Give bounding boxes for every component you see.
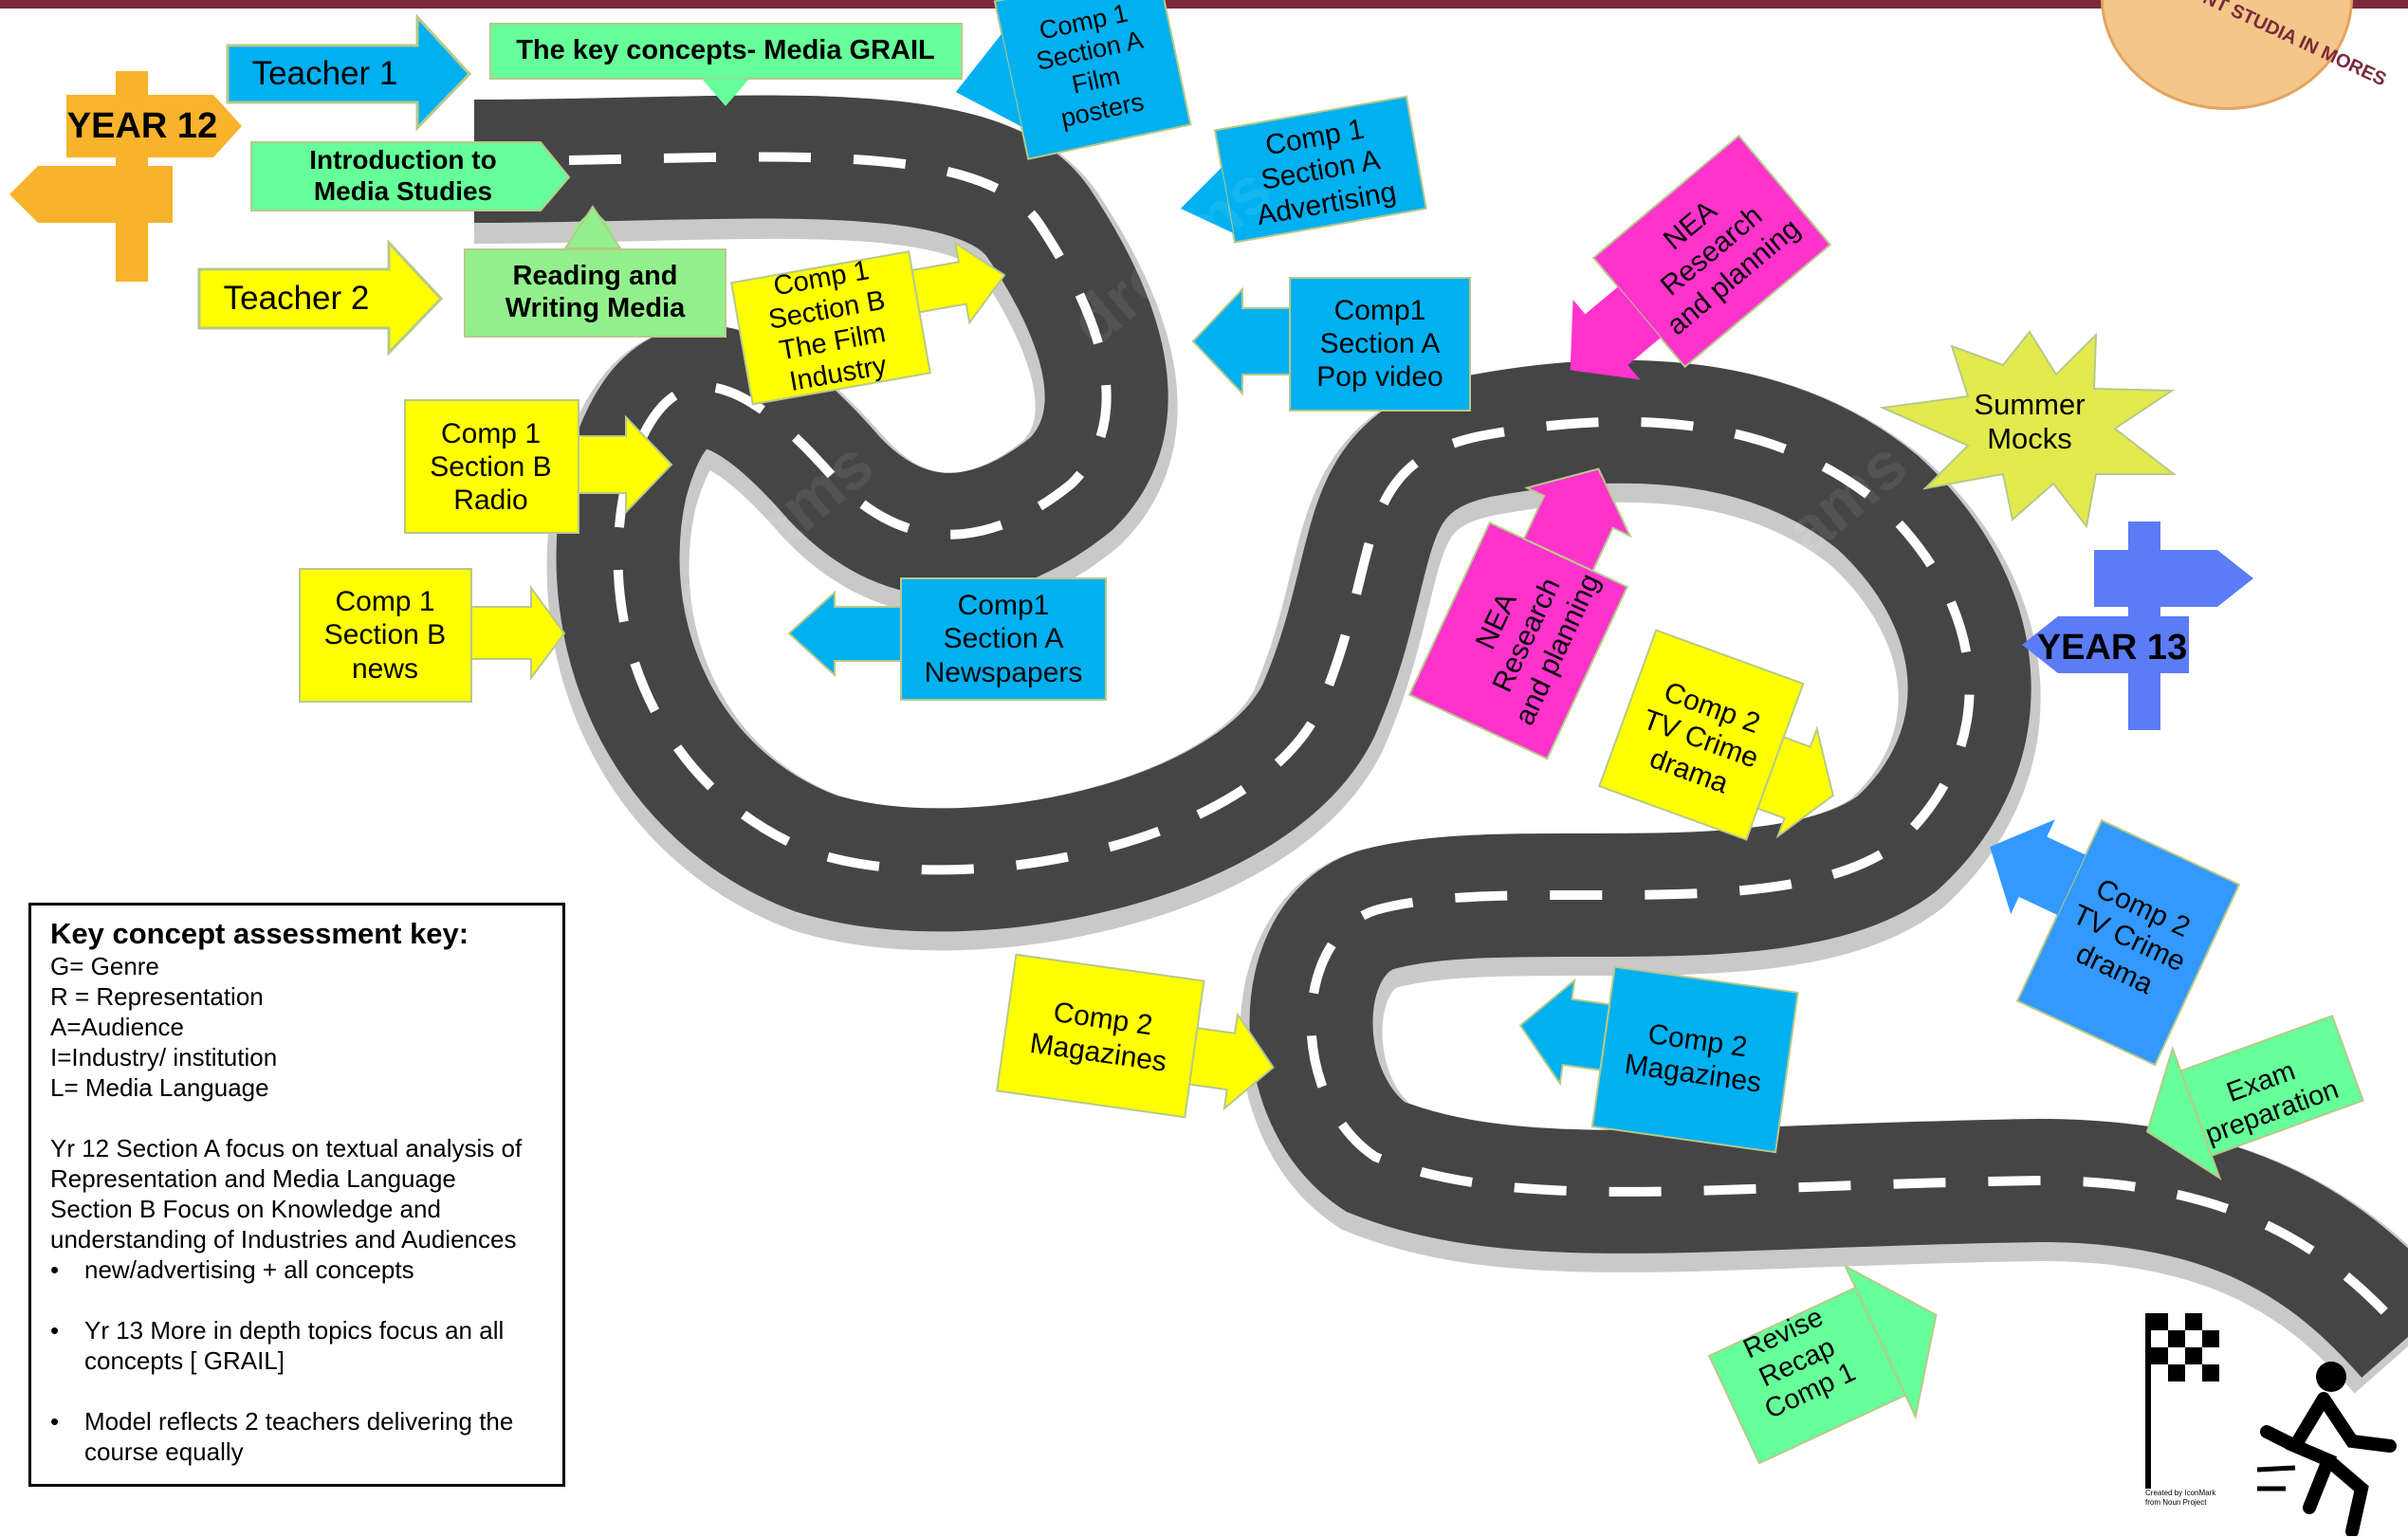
radio-arrow-shape	[404, 399, 673, 534]
film-industry-arrow-shape	[729, 241, 1006, 406]
teacher2-arrow-shape	[197, 239, 444, 357]
film-industry-label: Comp 1 Section B The Film Industry	[765, 255, 890, 397]
magazines-blue-label: Comp 2 Magazines	[1622, 1017, 1764, 1099]
magazines-yellow-label: Comp 2 Magazines	[1027, 997, 1169, 1078]
exam-prep-arrow-shape	[2145, 1015, 2364, 1180]
news-arrow-shape	[299, 568, 566, 703]
newspapers-label: Comp1 Section A Newspapers	[924, 590, 1083, 688]
reading-writing-callout-shape	[464, 205, 726, 338]
key-entry-representation: R = Representation	[50, 982, 264, 1011]
key-bullet: •Yr 13 More in depth topics focus an all…	[50, 1316, 505, 1375]
key-title: Key concept assessment key:	[50, 917, 469, 950]
icon-credit: Created by IconMark from Noun Project	[2145, 1489, 2216, 1507]
teacher1-arrow-shape	[226, 13, 472, 132]
summer-mocks-star-shape	[1879, 330, 2177, 529]
key-para-line: Representation and Media Language	[50, 1164, 456, 1193]
key-entry-media-language: L= Media Language	[50, 1073, 269, 1102]
pop-video-arrow-shape	[1191, 277, 1471, 412]
reading-writing-label: Reading and Writing Media	[505, 261, 686, 323]
top-bar	[0, 0, 2408, 9]
nea-mid-arrow-shape	[1407, 467, 1632, 760]
key-entry-audience: A=Audience	[50, 1013, 184, 1041]
intro-media-label: Introduction to Media Studies	[309, 145, 497, 206]
year12-label: YEAR 12	[66, 105, 218, 146]
magazines-blue-arrow-shape	[1518, 965, 1799, 1154]
teacher2-label: Teacher 2	[223, 279, 370, 317]
teacher1-label: Teacher 1	[251, 54, 398, 92]
advertising-arrow-shape	[1180, 95, 1427, 244]
year13-label: YEAR 13	[2036, 627, 2188, 668]
key-concepts-label: The key concepts- Media GRAIL	[516, 35, 935, 66]
tv-crime-yellow-arrow-shape	[1598, 629, 1834, 841]
key-concepts-callout-shape	[489, 23, 963, 106]
newspapers-arrow-shape	[787, 577, 1107, 701]
key-entry-industry: I=Industry/ institution	[50, 1043, 278, 1071]
news-label: Comp 1 Section B news	[323, 586, 447, 685]
year12-signpost	[9, 71, 242, 282]
tv-crime-blue-arrow-shape	[1990, 818, 2241, 1067]
key-bullet: •new/advertising + all concepts	[50, 1255, 414, 1284]
intro-media-callout-shape	[250, 141, 571, 211]
key-para-line: Yr 12 Section A focus on textual analysi…	[50, 1134, 523, 1162]
summer-mocks-label: Summer Mocks	[1974, 387, 2086, 455]
road-center-line	[473, 152, 2408, 1341]
year13-signpost	[2022, 521, 2253, 730]
runner-icon	[2257, 1362, 2397, 1536]
key-entry-genre: G= Genre	[50, 952, 159, 980]
nea-top-arrow-shape	[1570, 134, 1832, 380]
magazines-yellow-arrow-shape	[996, 953, 1275, 1119]
film-posters-arrow-shape	[955, 0, 1192, 160]
radio-label: Comp 1 Section B Radio	[430, 417, 552, 517]
revise-arrow-shape	[1707, 1264, 1938, 1465]
key-para-line: understanding of Industries and Audience…	[50, 1225, 517, 1253]
key-para-line: Section B Focus on Knowledge and	[50, 1195, 441, 1223]
finish-flag-icon	[2145, 1313, 2219, 1489]
assessment-key-box: Key concept assessment key: G= Genre R =…	[28, 903, 565, 1487]
pop-video-label: Comp1 Section A Pop video	[1316, 294, 1443, 393]
key-bullet: •Model reflects 2 teachers delivering th…	[50, 1407, 514, 1466]
